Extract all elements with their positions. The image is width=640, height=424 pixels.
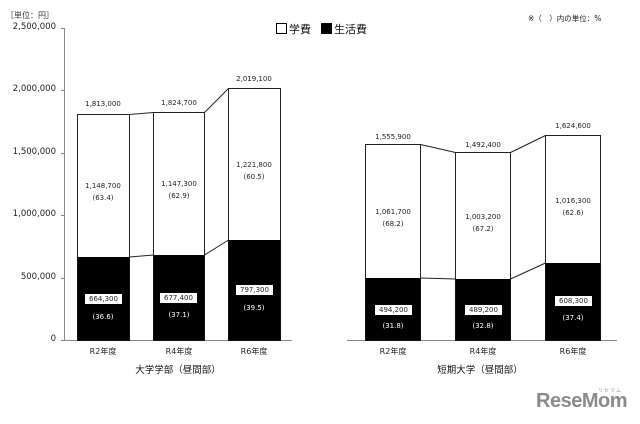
legend-item-living: 生活費 [321,21,367,37]
legend: 学費 生活費 [276,21,367,37]
x-category: R4年度 [165,347,193,356]
living-label: 494,200 [375,305,412,315]
x-category: R6年度 [559,347,587,356]
living-label: 677,400 [160,293,197,303]
total-label: 1,624,600 [555,122,591,130]
x-category: R6年度 [240,347,268,356]
y-tick: 500,000 [20,272,56,282]
y-tick: 1,500,000 [12,147,56,157]
chart-title-right: 短期大学（昼間部） [437,365,523,376]
total-label: 1,813,000 [85,100,121,108]
total-label: 1,492,400 [465,141,501,149]
x-category: R2年度 [89,347,117,356]
unit-label: ［単位：円］ [6,11,54,20]
tuition-label: 1,003,200 [465,213,501,221]
living-pct: (37.1) [168,311,190,319]
y-tick: 2,000,000 [12,84,56,94]
living-pct: (32.8) [472,322,494,330]
tuition-pct: (63.4) [92,194,114,202]
living-label: 664,300 [85,294,122,304]
white-square-icon [276,23,287,34]
percent-note: ※（ ）内の単位：% [528,14,602,23]
x-category: R4年度 [469,347,497,356]
living-label: 608,300 [555,296,592,306]
tuition-pct: (62.6) [562,209,584,217]
living-pct: (39.5) [243,304,265,312]
tuition-label: 1,148,700 [85,182,121,190]
y-tick: 2,500,000 [12,22,56,32]
y-tick: 0 [50,334,56,344]
x-category: R2年度 [379,347,407,356]
living-label: 797,300 [236,285,273,295]
tuition-label: 1,147,300 [161,180,197,188]
total-label: 2,019,100 [236,75,272,83]
black-square-icon [321,23,332,34]
tuition-label: 1,061,700 [375,208,411,216]
resemom-logo: リセマム ReseMom [536,388,627,412]
tuition-label: 1,016,300 [555,197,591,205]
total-label: 1,824,700 [161,99,197,107]
total-label: 1,555,900 [375,133,411,141]
tuition-pct: (62.9) [168,192,190,200]
tuition-pct: (67.2) [472,225,494,233]
chart-title-left: 大学学部（昼間部） [135,365,221,376]
living-label: 489,200 [465,305,502,315]
living-pct: (37.4) [562,314,584,322]
legend-item-tuition: 学費 [276,21,311,37]
tuition-label: 1,221,800 [236,161,272,169]
tuition-pct: (68.2) [382,220,404,228]
y-tick: 1,000,000 [12,209,56,219]
tuition-pct: (60.5) [243,173,265,181]
living-pct: (31.8) [382,322,404,330]
living-pct: (36.6) [92,313,114,321]
